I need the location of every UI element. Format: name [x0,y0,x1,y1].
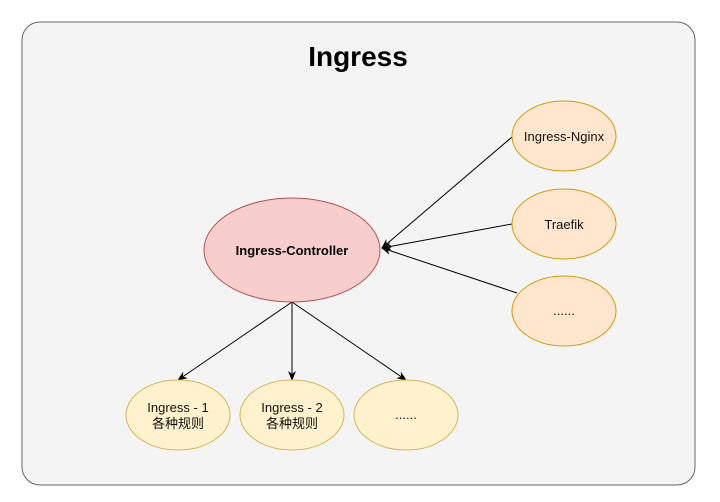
diagram-title: Ingress [308,41,408,72]
edge-controller-to-ingress-more [291,301,407,381]
rule-line1: ...... [395,407,417,422]
rule-node-more: ...... [353,379,459,451]
controller-label: Ingress-Controller [236,243,349,258]
edge-more-to-controller [381,247,518,294]
implementation-node-traefik: Traefik [511,188,617,260]
rule-node-ingress-2: Ingress - 2 各种规则 [239,379,345,451]
rule-line1: Ingress - 1 [147,400,208,415]
rule-line2: 各种规则 [152,416,204,431]
implementation-label: Ingress-Nginx [524,129,605,144]
rule-line1: Ingress - 2 [261,400,322,415]
controller-node: Ingress-Controller [203,197,381,303]
implementation-node-nginx: Ingress-Nginx [511,100,617,172]
edge-controller-to-ingress-1 [177,301,293,381]
edge-nginx-to-controller [381,136,513,249]
rule-node-ingress-1: Ingress - 1 各种规则 [125,379,231,451]
implementation-label: ...... [553,303,575,318]
implementation-label: Traefik [544,217,584,232]
edge-traefik-to-controller [381,223,513,251]
rule-line2: 各种规则 [266,416,318,431]
implementation-node-more: ...... [511,275,617,347]
